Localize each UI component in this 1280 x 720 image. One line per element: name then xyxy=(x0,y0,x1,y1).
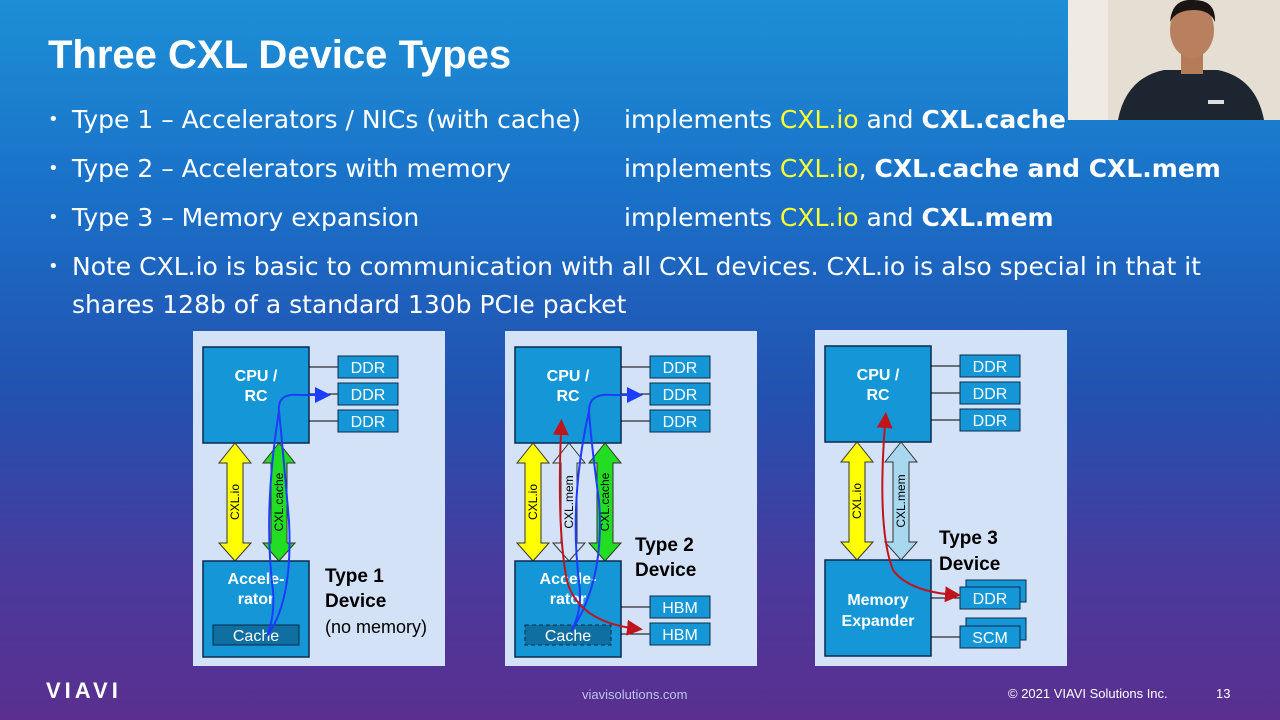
page-number: 13 xyxy=(1216,686,1231,701)
memory-access-trace xyxy=(552,419,643,636)
svg-text:DDR: DDR xyxy=(663,360,698,377)
svg-text:Cache: Cache xyxy=(233,628,279,645)
bullet-type2-label: Type 2 – Accelerators with memory xyxy=(72,154,511,183)
bullet-dot: • xyxy=(48,207,59,228)
ddr-box xyxy=(337,409,399,433)
diagram-type3-panel: CPU / RC DDR DDR DDR CXL.io CXL.mem Memo… xyxy=(815,330,1067,666)
svg-text:CXL.mem: CXL.mem xyxy=(562,475,576,528)
svg-text:DDR: DDR xyxy=(973,386,1008,403)
svg-text:DDR: DDR xyxy=(351,414,386,431)
svg-text:DDR: DDR xyxy=(351,387,386,404)
svg-text:Expander: Expander xyxy=(842,613,915,630)
svg-text:CXL.cache: CXL.cache xyxy=(272,472,286,531)
ddr-box xyxy=(649,382,711,406)
svg-text:DDR: DDR xyxy=(663,387,698,404)
svg-text:CXL.io: CXL.io xyxy=(526,484,540,520)
hbm-box xyxy=(649,622,711,646)
svg-text:CXL.io: CXL.io xyxy=(850,483,864,519)
bullet-dot: • xyxy=(48,158,59,179)
bullet-type3-impl: implements CXL.io and CXL.mem xyxy=(624,203,1054,232)
svg-text:Device: Device xyxy=(325,591,386,612)
bullet-type1-impl: implements CXL.io and CXL.cache xyxy=(624,105,1066,134)
cpu-label: CPU / xyxy=(235,368,278,385)
bullet-type2-impl: implements CXL.io, CXL.cache and CXL.mem xyxy=(624,154,1221,183)
bullet-dot: • xyxy=(48,109,59,130)
svg-text:rator: rator xyxy=(238,591,274,608)
ddr-box xyxy=(649,355,711,379)
svg-text:DDR: DDR xyxy=(973,413,1008,430)
svg-text:HBM: HBM xyxy=(662,600,698,617)
svg-text:DDR: DDR xyxy=(973,591,1008,608)
bullet-type1-label: Type 1 – Accelerators / NICs (with cache… xyxy=(72,105,581,134)
ddr-box xyxy=(959,381,1021,405)
footer-copyright: © 2021 VIAVI Solutions Inc. xyxy=(1008,686,1168,701)
svg-text:SCM: SCM xyxy=(972,630,1008,647)
svg-text:CXL.mem: CXL.mem xyxy=(894,474,908,527)
memory-access-trace xyxy=(876,412,961,603)
svg-text:Device: Device xyxy=(939,554,1000,575)
slide-title: Three CXL Device Types xyxy=(48,33,512,77)
svg-text:Accele-: Accele- xyxy=(228,571,285,588)
bullet-type3-label: Type 3 – Memory expansion xyxy=(72,203,420,232)
svg-text:DDR: DDR xyxy=(973,359,1008,376)
svg-text:CXL.io: CXL.io xyxy=(228,484,242,520)
svg-text:Memory: Memory xyxy=(847,592,908,609)
svg-text:DDR: DDR xyxy=(351,360,386,377)
ddr-box xyxy=(649,409,711,433)
cache-coherency-trace xyxy=(266,387,331,637)
svg-text:Type 3: Type 3 xyxy=(939,528,998,549)
presenter-webcam xyxy=(1068,0,1280,120)
note-text: Note CXL.io is basic to communication wi… xyxy=(72,252,1201,319)
svg-text:Type 1: Type 1 xyxy=(325,566,384,587)
viavi-logo: VIAVI xyxy=(46,678,122,703)
svg-text:CPU /: CPU / xyxy=(857,367,900,384)
ddr-box xyxy=(959,354,1021,378)
svg-text:Cache: Cache xyxy=(545,628,591,645)
ddr-box xyxy=(337,382,399,406)
cache-box xyxy=(212,624,300,646)
svg-text:RC: RC xyxy=(556,388,580,405)
hbm-box xyxy=(649,595,711,619)
svg-text:Device: Device xyxy=(635,560,696,581)
footer-url: viavisolutions.com xyxy=(582,687,688,702)
svg-text:RC: RC xyxy=(866,387,890,404)
svg-text:(no memory): (no memory) xyxy=(325,617,427,637)
svg-text:Type 2: Type 2 xyxy=(635,535,694,556)
svg-text:DDR: DDR xyxy=(663,414,698,431)
svg-text:CPU /: CPU / xyxy=(547,368,590,385)
svg-text:HBM: HBM xyxy=(662,627,698,644)
diagram-type2-panel: CPU / RC DDR DDR DDR CXL.io CXL.mem CXL.… xyxy=(505,331,757,666)
bullet-dot: • xyxy=(48,256,59,277)
ddr-box xyxy=(337,355,399,379)
scm-box xyxy=(959,625,1021,649)
diagram-type1-panel: CPU / RC DDR DDR DDR CXL.io CXL.cache Ac… xyxy=(193,331,445,666)
cpu-label: RC xyxy=(244,388,268,405)
